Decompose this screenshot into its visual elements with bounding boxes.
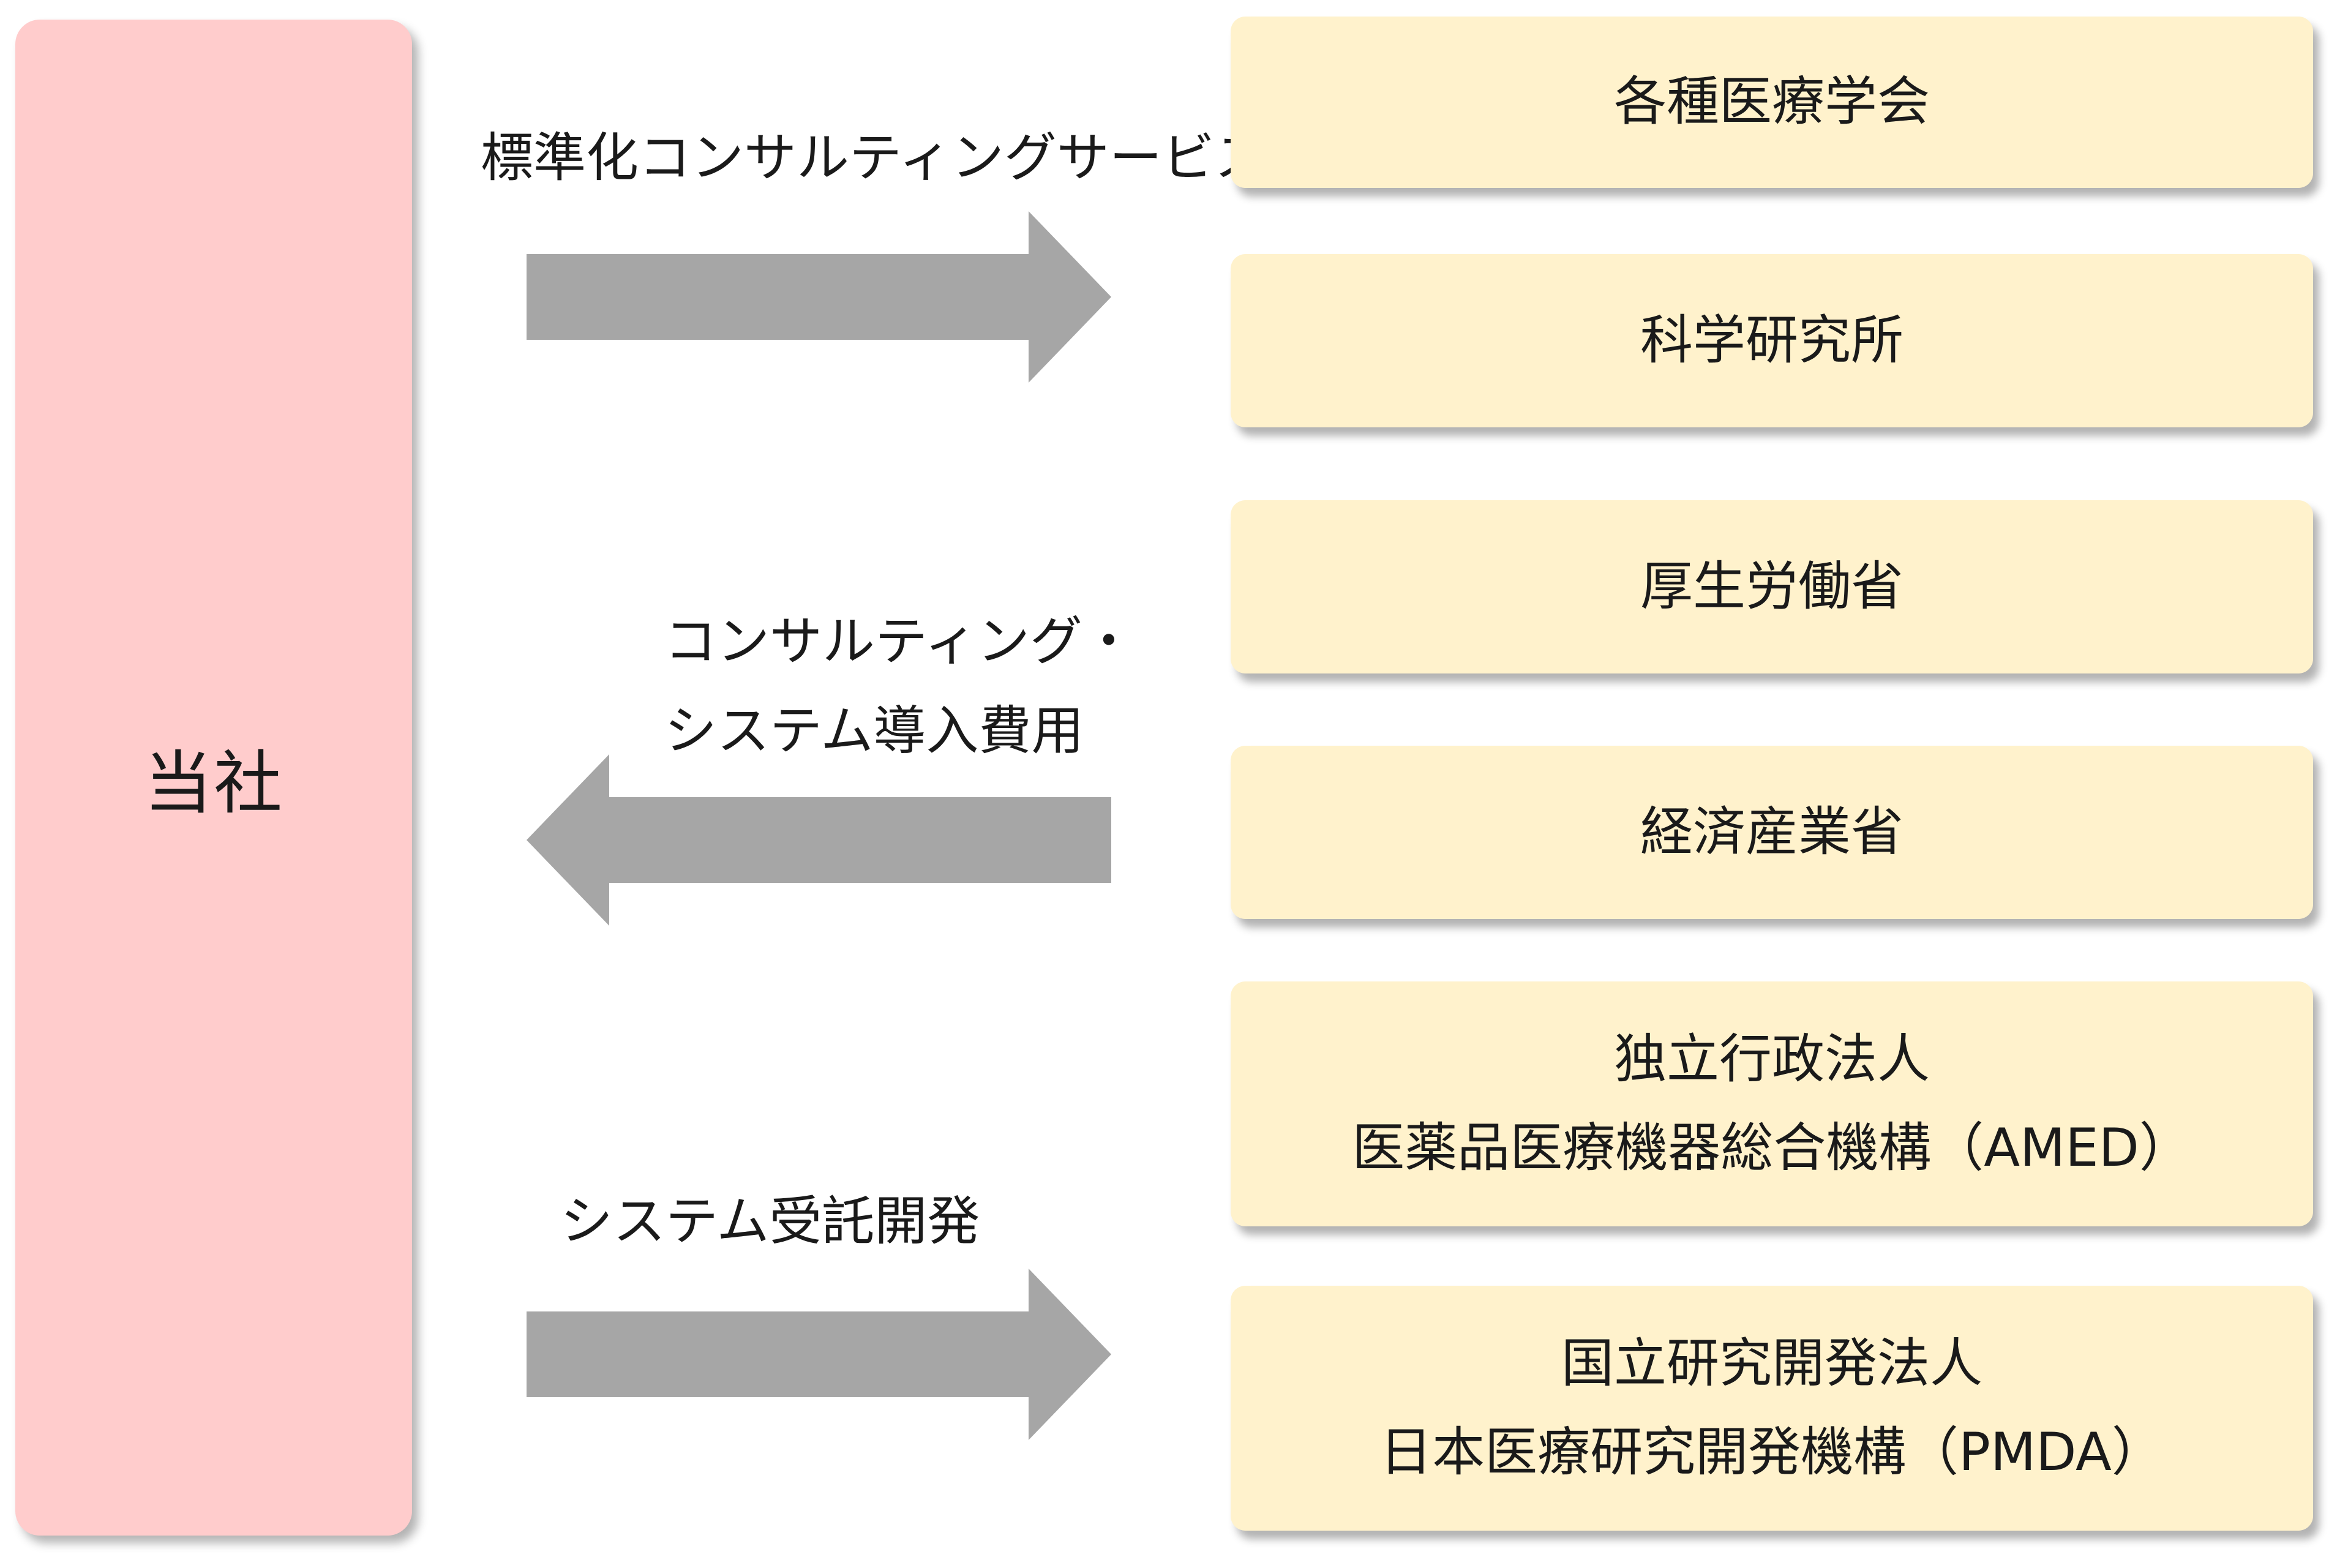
entity-name: 経済産業省 [1640,801,1904,863]
company-box: 当社 [15,20,412,1536]
company-label: 当社 [144,744,283,823]
entity-name: 医薬品医療機器総合機構（AMED） [1352,1117,2192,1179]
right-arrow-icon [527,1269,1111,1440]
flow-label-line: システム受託開発 [560,1191,980,1252]
flow-label-line: システム導入費用 [664,700,1084,762]
entity-pmda: 国立研究開発法人 日本医療研究開発機構（PMDA） [1231,1286,2313,1531]
flow-label-contract-dev: システム受託開発 [560,1177,980,1266]
flow-label-line: 標準化コンサルティングサービス [481,127,1267,189]
right-arrow-icon [527,211,1111,383]
entity-science-institute: 科学研究所 [1231,254,2313,427]
left-arrow-icon [527,754,1111,926]
flow-label-fees: コンサルティング・ システム導入費用 [664,597,1135,776]
entity-name: 日本医療研究開発機構（PMDA） [1379,1422,2164,1483]
entity-meti: 経済産業省 [1231,746,2313,919]
flow-label-line: コンサルティング・ [664,611,1135,672]
entity-name: 厚生労働省 [1640,555,1904,617]
entity-amed: 独立行政法人 医薬品医療機器総合機構（AMED） [1231,981,2313,1226]
flow-label-consulting-service: 標準化コンサルティングサービス [481,113,1267,203]
entity-medical-societies: 各種医療学会 [1231,17,2313,188]
entity-name: 独立行政法人 [1614,1028,1930,1090]
entity-name: 科学研究所 [1640,309,1904,371]
entity-name: 各種医療学会 [1614,71,1930,133]
entity-name: 国立研究開発法人 [1561,1332,1982,1394]
entity-mhlw: 厚生労働省 [1231,500,2313,673]
